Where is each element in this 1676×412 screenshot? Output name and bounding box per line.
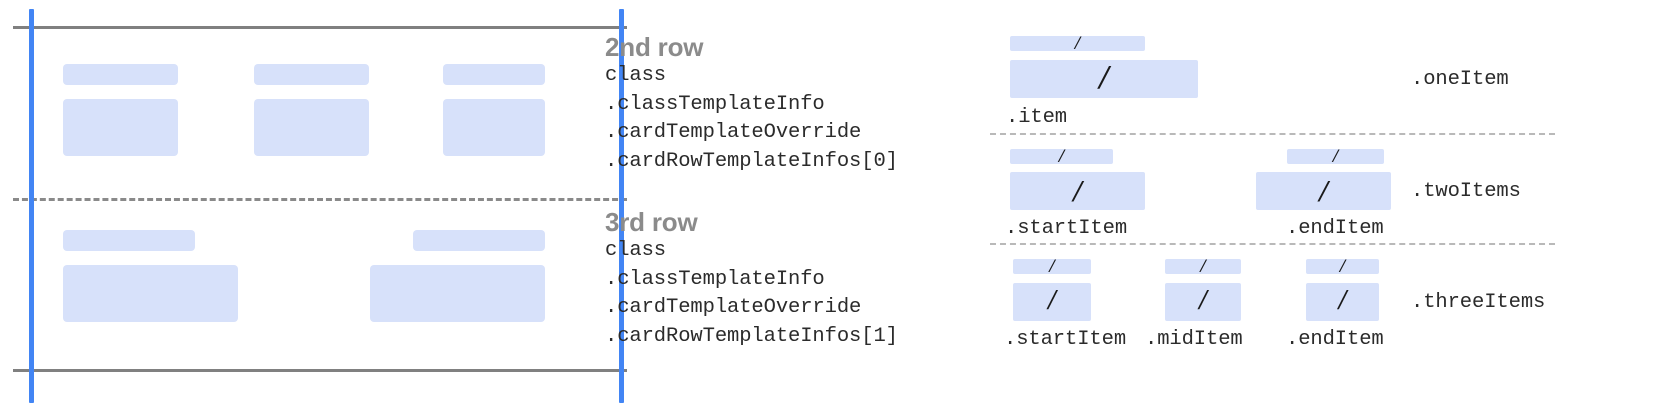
threeitems-startitem-main-bar: / xyxy=(1013,283,1091,321)
oneitem-item-top-bar: / xyxy=(1010,36,1145,51)
row3-col1-body-placeholder xyxy=(63,265,238,322)
threeitems-enditem-label: .endItem xyxy=(1286,328,1384,351)
card-bottom-rule xyxy=(13,369,627,372)
slash-glyph-icon: / xyxy=(1200,259,1206,274)
row3-annotation: 3rd row class .classTemplateInfo .cardTe… xyxy=(605,207,898,351)
twoitems-group-label: .twoItems xyxy=(1411,180,1521,203)
threeitems-miditem-main-bar: / xyxy=(1165,283,1241,321)
slash-glyph-icon: / xyxy=(1049,259,1055,274)
threeitems-miditem-label: .midItem xyxy=(1145,328,1243,351)
oneitem-group-label: .oneItem xyxy=(1411,68,1509,91)
row2-code-line-2: .classTemplateInfo xyxy=(605,92,825,116)
threeitems-enditem-main-bar: / xyxy=(1306,283,1379,321)
row3-code-line-4: .cardRowTemplateInfos[1] xyxy=(605,324,898,348)
row3-code-line-2: .classTemplateInfo xyxy=(605,267,825,291)
row2-col2-body-placeholder xyxy=(254,99,369,156)
threeitems-startitem-label: .startItem xyxy=(1004,328,1127,351)
slash-glyph-icon: / xyxy=(1339,259,1346,274)
left-card-diagram xyxy=(0,0,640,412)
row3-col2-title-placeholder xyxy=(413,230,545,251)
legend-separator-2 xyxy=(990,243,1555,245)
card-top-rule xyxy=(13,26,627,29)
twoitems-enditem-label: .endItem xyxy=(1286,217,1384,240)
row2-col3-body-placeholder xyxy=(443,99,545,156)
row2-col1-body-placeholder xyxy=(63,99,178,156)
row3-col1-title-placeholder xyxy=(63,230,195,251)
row2-col1-title-placeholder xyxy=(63,64,178,85)
row2-heading: 2nd row xyxy=(605,32,704,62)
row2-col2-title-placeholder xyxy=(254,64,369,85)
oneitem-item-main-bar: / xyxy=(1010,60,1198,98)
slash-glyph-icon: / xyxy=(1073,172,1082,208)
row2-code-line-1: class xyxy=(605,64,667,87)
twoitems-enditem-top-bar: / xyxy=(1287,149,1384,164)
card-right-edge-marker xyxy=(619,9,624,403)
slash-glyph-icon: / xyxy=(1074,36,1081,51)
twoitems-enditem-main-bar: / xyxy=(1256,172,1391,210)
slash-glyph-icon: / xyxy=(1199,285,1207,316)
slash-glyph-icon: / xyxy=(1319,172,1328,208)
twoitems-startitem-main-bar: / xyxy=(1010,172,1145,210)
row-divider-dashed xyxy=(13,198,627,201)
slash-glyph-icon: / xyxy=(1099,60,1109,96)
threeitems-enditem-top-bar: / xyxy=(1306,259,1379,274)
slash-glyph-icon: / xyxy=(1338,285,1347,316)
legend-separator-1 xyxy=(990,133,1555,135)
threeitems-startitem-top-bar: / xyxy=(1013,259,1091,274)
threeitems-group-label: .threeItems xyxy=(1411,291,1546,314)
row2-col3-title-placeholder xyxy=(443,64,545,85)
row3-heading: 3rd row xyxy=(605,207,698,237)
slash-glyph-icon: / xyxy=(1332,149,1339,164)
row3-col2-body-placeholder xyxy=(370,265,545,322)
row3-code-line-1: class xyxy=(605,239,667,262)
twoitems-startitem-top-bar: / xyxy=(1010,149,1113,164)
row3-code-line-3: .cardTemplateOverride xyxy=(605,296,862,319)
row2-code-line-4: .cardRowTemplateInfos[0] xyxy=(605,149,898,173)
twoitems-startitem-label: .startItem xyxy=(1005,217,1128,240)
oneitem-item-label: .item xyxy=(1006,106,1068,129)
threeitems-miditem-top-bar: / xyxy=(1165,259,1241,274)
slash-glyph-icon: / xyxy=(1058,149,1065,164)
slash-glyph-icon: / xyxy=(1048,285,1056,316)
card-left-edge-marker xyxy=(29,9,34,403)
row2-annotation: 2nd row class .classTemplateInfo .cardTe… xyxy=(605,32,898,176)
row2-code-line-3: .cardTemplateOverride xyxy=(605,121,862,144)
